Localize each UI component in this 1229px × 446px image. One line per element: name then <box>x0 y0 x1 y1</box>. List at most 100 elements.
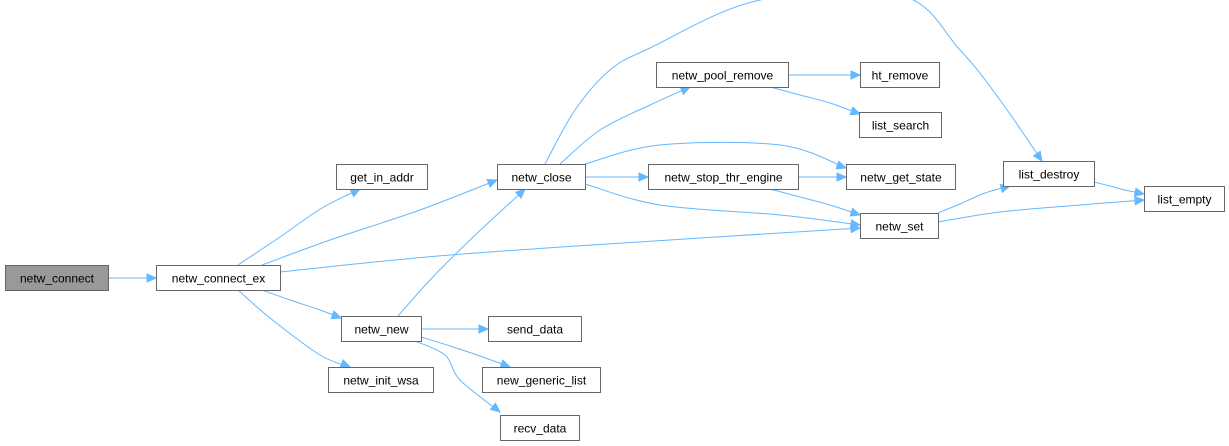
arrowhead <box>349 188 362 198</box>
node-label: netw_close <box>511 171 571 185</box>
edge-line <box>414 340 501 413</box>
node-box[interactable] <box>488 316 582 342</box>
arrowhead <box>849 219 862 229</box>
edges-layer <box>108 0 1146 413</box>
node-box[interactable] <box>860 213 939 239</box>
arrowhead <box>836 172 848 182</box>
node-box[interactable] <box>497 164 586 190</box>
arrowhead <box>679 86 692 96</box>
edge-netw_close-to-netw_get_state <box>584 141 848 170</box>
arrowhead <box>478 324 490 334</box>
node-netw-connect[interactable]: netw_connect <box>5 265 109 291</box>
edge-netw_close-to-list_destroy <box>544 0 1043 165</box>
edge-line <box>769 86 861 115</box>
edge-netw_connect_ex-to-netw_new <box>261 289 343 320</box>
edge-netw_new-to-recv_data <box>414 340 501 413</box>
edge-line <box>769 188 861 216</box>
edge-line <box>544 0 1043 165</box>
node-label: netw_init_wsa <box>343 374 419 388</box>
edge-line <box>584 183 861 226</box>
node-label: netw_get_state <box>860 171 942 185</box>
edge-netw_connect_ex-to-get_in_addr <box>237 188 362 266</box>
arrowhead <box>849 207 862 217</box>
edge-netw_stop_thr_engine-to-netw_set <box>769 188 862 217</box>
node-label: send_data <box>507 323 563 337</box>
edge-line <box>937 185 1011 214</box>
arrowhead <box>638 172 650 182</box>
node-label: netw_set <box>875 220 924 234</box>
node-label: netw_connect <box>20 272 95 286</box>
edge-netw_new-to-send_data <box>421 324 490 334</box>
node-list-search[interactable]: list_search <box>859 112 942 138</box>
node-get-in-addr[interactable]: get_in_addr <box>336 164 428 190</box>
node-box[interactable] <box>341 316 422 342</box>
node-recv-data[interactable]: recv_data <box>500 415 580 441</box>
arrowhead <box>499 359 512 369</box>
node-box[interactable] <box>156 265 281 291</box>
node-box[interactable] <box>846 164 956 190</box>
node-label: list_empty <box>1157 193 1211 207</box>
node-box[interactable] <box>336 164 428 190</box>
node-box[interactable] <box>1003 161 1095 187</box>
node-box[interactable] <box>328 367 434 393</box>
arrowhead <box>1133 187 1146 197</box>
edge-netw_stop_thr_engine-to-netw_get_state <box>798 172 848 182</box>
node-box[interactable] <box>500 415 580 441</box>
node-new-generic-list[interactable]: new_generic_list <box>482 367 601 393</box>
node-box[interactable] <box>859 112 942 138</box>
edge-list_destroy-to-list_empty <box>1093 181 1146 197</box>
node-label: ht_remove <box>872 69 929 83</box>
edge-netw_connect_ex-to-netw_set <box>279 223 862 273</box>
node-list-destroy[interactable]: list_destroy <box>1003 161 1095 187</box>
arrowhead <box>1032 150 1043 163</box>
arrowhead <box>1134 195 1146 206</box>
node-netw-set[interactable]: netw_set <box>860 213 939 239</box>
node-label: list_destroy <box>1019 168 1080 182</box>
edge-line <box>237 188 361 266</box>
edge-line <box>237 289 351 368</box>
node-label: netw_stop_thr_engine <box>664 171 782 185</box>
arrowhead <box>339 359 352 368</box>
edge-line <box>261 289 342 319</box>
edge-netw_pool_remove-to-list_search <box>769 86 862 116</box>
node-label: recv_data <box>514 422 567 436</box>
node-netw-init-wsa[interactable]: netw_init_wsa <box>328 367 434 393</box>
node-label: netw_pool_remove <box>672 69 774 83</box>
arrowhead <box>486 179 499 188</box>
node-netw-get-state[interactable]: netw_get_state <box>846 164 956 190</box>
edge-line <box>584 141 847 169</box>
arrowhead <box>849 106 862 116</box>
arrowhead <box>835 160 848 170</box>
edge-line <box>559 86 691 165</box>
node-netw-close[interactable]: netw_close <box>497 164 586 190</box>
edge-netw_new-to-new_generic_list <box>420 336 512 369</box>
arrowhead <box>514 188 526 199</box>
node-box[interactable] <box>860 62 940 88</box>
arrowhead <box>146 273 158 283</box>
node-box[interactable] <box>5 265 109 291</box>
node-ht-remove[interactable]: ht_remove <box>860 62 940 88</box>
node-netw-new[interactable]: netw_new <box>341 316 422 342</box>
edge-netw_close-to-netw_pool_remove <box>559 86 692 165</box>
edge-line <box>420 336 511 368</box>
node-box[interactable] <box>1144 186 1225 212</box>
edge-line <box>937 199 1145 223</box>
edge-netw_connect-to-netw_connect_ex <box>108 273 158 283</box>
edge-netw_close-to-netw_stop_thr_engine <box>585 172 650 182</box>
node-box[interactable] <box>648 164 799 190</box>
node-netw-stop-thr-engine[interactable]: netw_stop_thr_engine <box>648 164 799 190</box>
node-box[interactable] <box>656 62 789 88</box>
node-send-data[interactable]: send_data <box>488 316 582 342</box>
node-netw-connect-ex[interactable]: netw_connect_ex <box>156 265 281 291</box>
node-list-empty[interactable]: list_empty <box>1144 186 1225 212</box>
arrowhead <box>850 70 862 80</box>
node-box[interactable] <box>482 367 601 393</box>
node-label: netw_new <box>354 323 408 337</box>
arrowhead <box>330 310 343 320</box>
edge-line <box>279 227 861 273</box>
edge-netw_new-to-netw_close <box>397 188 526 317</box>
node-netw-pool-remove[interactable]: netw_pool_remove <box>656 62 789 88</box>
node-label: get_in_addr <box>350 171 413 185</box>
